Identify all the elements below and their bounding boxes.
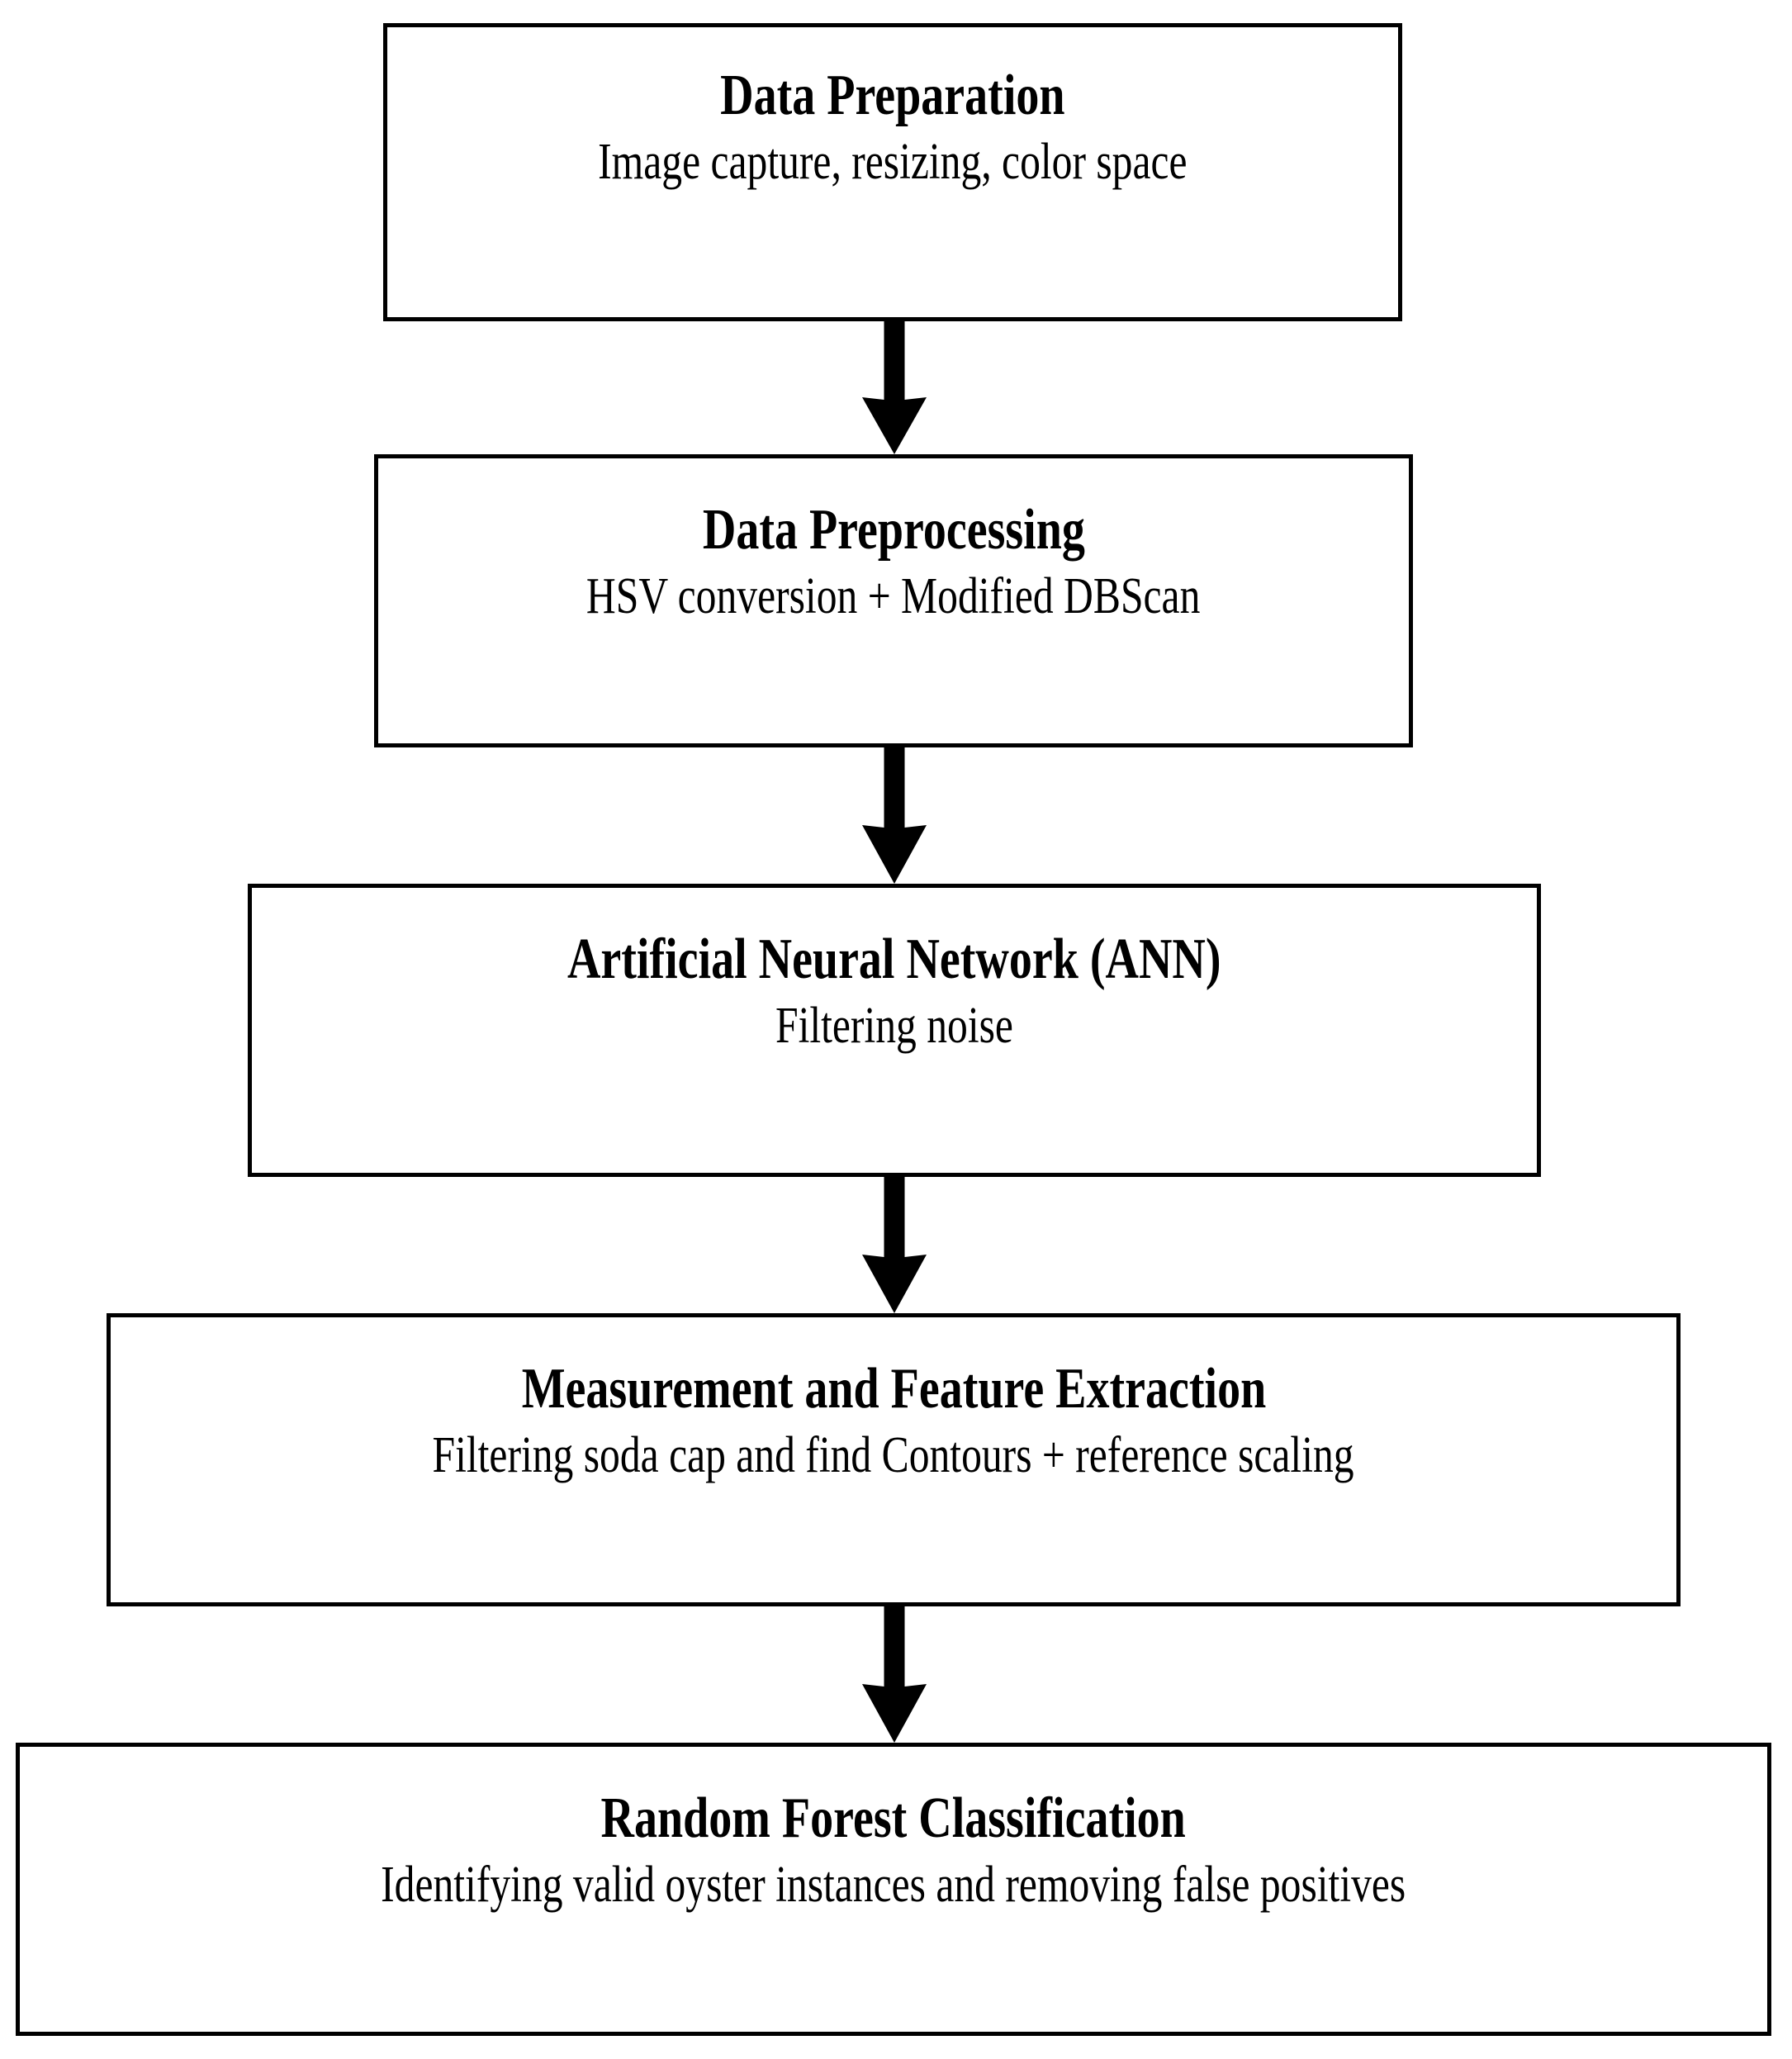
flowchart-node-data-preprocessing[interactable]: Data Preprocessing HSV conversion + Modi… [374,454,1413,747]
node-title: Random Forest Classification [600,1786,1187,1850]
node-subtitle: Filtering soda cap and find Contours + r… [432,1427,1355,1483]
node-subtitle: Filtering noise [775,998,1013,1054]
node-title: Measurement and Feature Extraction [521,1357,1266,1421]
node-subtitle: HSV conversion + Modified DBScan [586,568,1201,624]
flowchart-node-artificial-neural-network[interactable]: Artificial Neural Network (ANN) Filterin… [248,884,1541,1177]
node-subtitle: Image capture, resizing, color space [598,134,1188,190]
down-arrow-icon [860,747,928,884]
down-arrow-icon [860,321,928,454]
down-arrow-icon [860,1606,928,1743]
node-title: Artificial Neural Network (ANN) [567,927,1221,991]
down-arrow-icon [860,1177,928,1313]
flowchart-node-random-forest-classification[interactable]: Random Forest Classification Identifying… [16,1743,1771,2036]
node-title: Data Preparation [720,64,1065,127]
node-title: Data Preprocessing [702,498,1085,562]
flowchart-node-data-preparation[interactable]: Data Preparation Image capture, resizing… [383,23,1402,321]
node-subtitle: Identifying valid oyster instances and r… [381,1857,1406,1913]
flowchart-node-measurement-and-feature-extraction[interactable]: Measurement and Feature Extraction Filte… [107,1313,1681,1606]
